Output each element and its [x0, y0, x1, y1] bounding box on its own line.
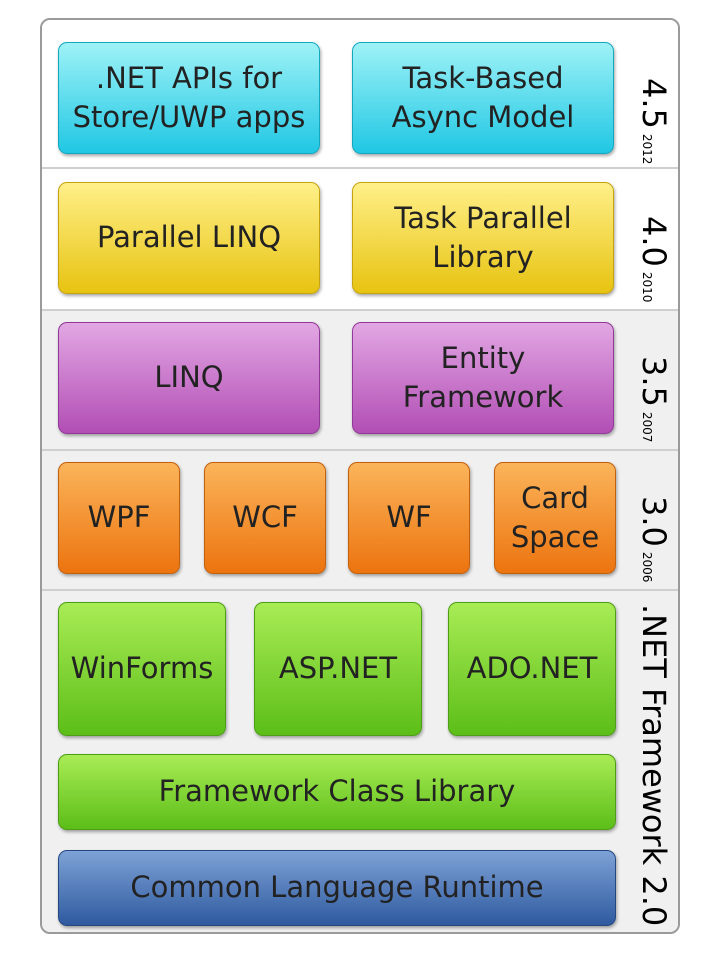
dotnet-framework-stack-diagram: .NET APIs for Store/UWP apps Task-Based …: [40, 18, 680, 934]
parallel-linq-label: Parallel LINQ: [96, 220, 282, 255]
net-apis-store-uwp-box: .NET APIs for Store/UWP apps: [58, 42, 320, 154]
common-language-runtime-label: Common Language Runtime: [130, 870, 544, 905]
wf-label: WF: [386, 500, 432, 535]
version-year: 2005: [640, 931, 654, 932]
task-parallel-library-label: Task Parallel Library: [394, 200, 572, 274]
entity-framework-box: Entity Framework: [352, 322, 614, 434]
version-label-2-0: .NET Framework 2.0 2005: [635, 604, 673, 932]
parallel-linq-box: Parallel LINQ: [58, 182, 320, 294]
version-year: 2012: [640, 133, 654, 165]
wf-box: WF: [348, 462, 470, 574]
linq-label: LINQ: [154, 360, 224, 395]
wcf-label: WCF: [232, 500, 298, 535]
task-based-async-model-box: Task-Based Async Model: [352, 42, 614, 154]
version-label-4-0: 4.0 2010: [635, 216, 673, 303]
layer-separator: [42, 589, 678, 591]
version-number: 3.5: [635, 356, 673, 407]
wcf-box: WCF: [204, 462, 326, 574]
version-label-3-5: 3.5 2007: [635, 356, 673, 443]
layer-separator: [42, 449, 678, 451]
winforms-label: WinForms: [70, 651, 214, 686]
version-label-3-0: 3.0 2006: [635, 496, 673, 583]
asp-net-box: ASP.NET: [254, 602, 422, 736]
winforms-box: WinForms: [58, 602, 226, 736]
ado-net-label: ADO.NET: [466, 651, 598, 686]
version-number: 4.0: [635, 216, 673, 267]
common-language-runtime-box: Common Language Runtime: [58, 850, 616, 926]
wpf-box: WPF: [58, 462, 180, 574]
asp-net-label: ASP.NET: [278, 651, 398, 686]
framework-class-library-box: Framework Class Library: [58, 754, 616, 830]
task-based-async-model-label: Task-Based Async Model: [391, 60, 575, 134]
net-apis-store-uwp-label: .NET APIs for Store/UWP apps: [72, 60, 306, 134]
version-number: 4.5: [635, 78, 673, 129]
cardspace-box: Card Space: [494, 462, 616, 574]
linq-box: LINQ: [58, 322, 320, 434]
wpf-label: WPF: [87, 500, 151, 535]
version-year: 2006: [640, 551, 654, 583]
version-number: .NET Framework 2.0: [635, 604, 673, 927]
ado-net-box: ADO.NET: [448, 602, 616, 736]
version-year: 2010: [640, 271, 654, 303]
version-year: 2007: [640, 411, 654, 443]
layer-separator: [42, 309, 678, 311]
entity-framework-label: Entity Framework: [402, 340, 564, 414]
version-label-4-5: 4.5 2012: [635, 78, 673, 165]
cardspace-label: Card Space: [510, 480, 600, 554]
layer-separator: [42, 167, 678, 169]
framework-class-library-label: Framework Class Library: [158, 774, 516, 809]
version-number: 3.0: [635, 496, 673, 547]
task-parallel-library-box: Task Parallel Library: [352, 182, 614, 294]
